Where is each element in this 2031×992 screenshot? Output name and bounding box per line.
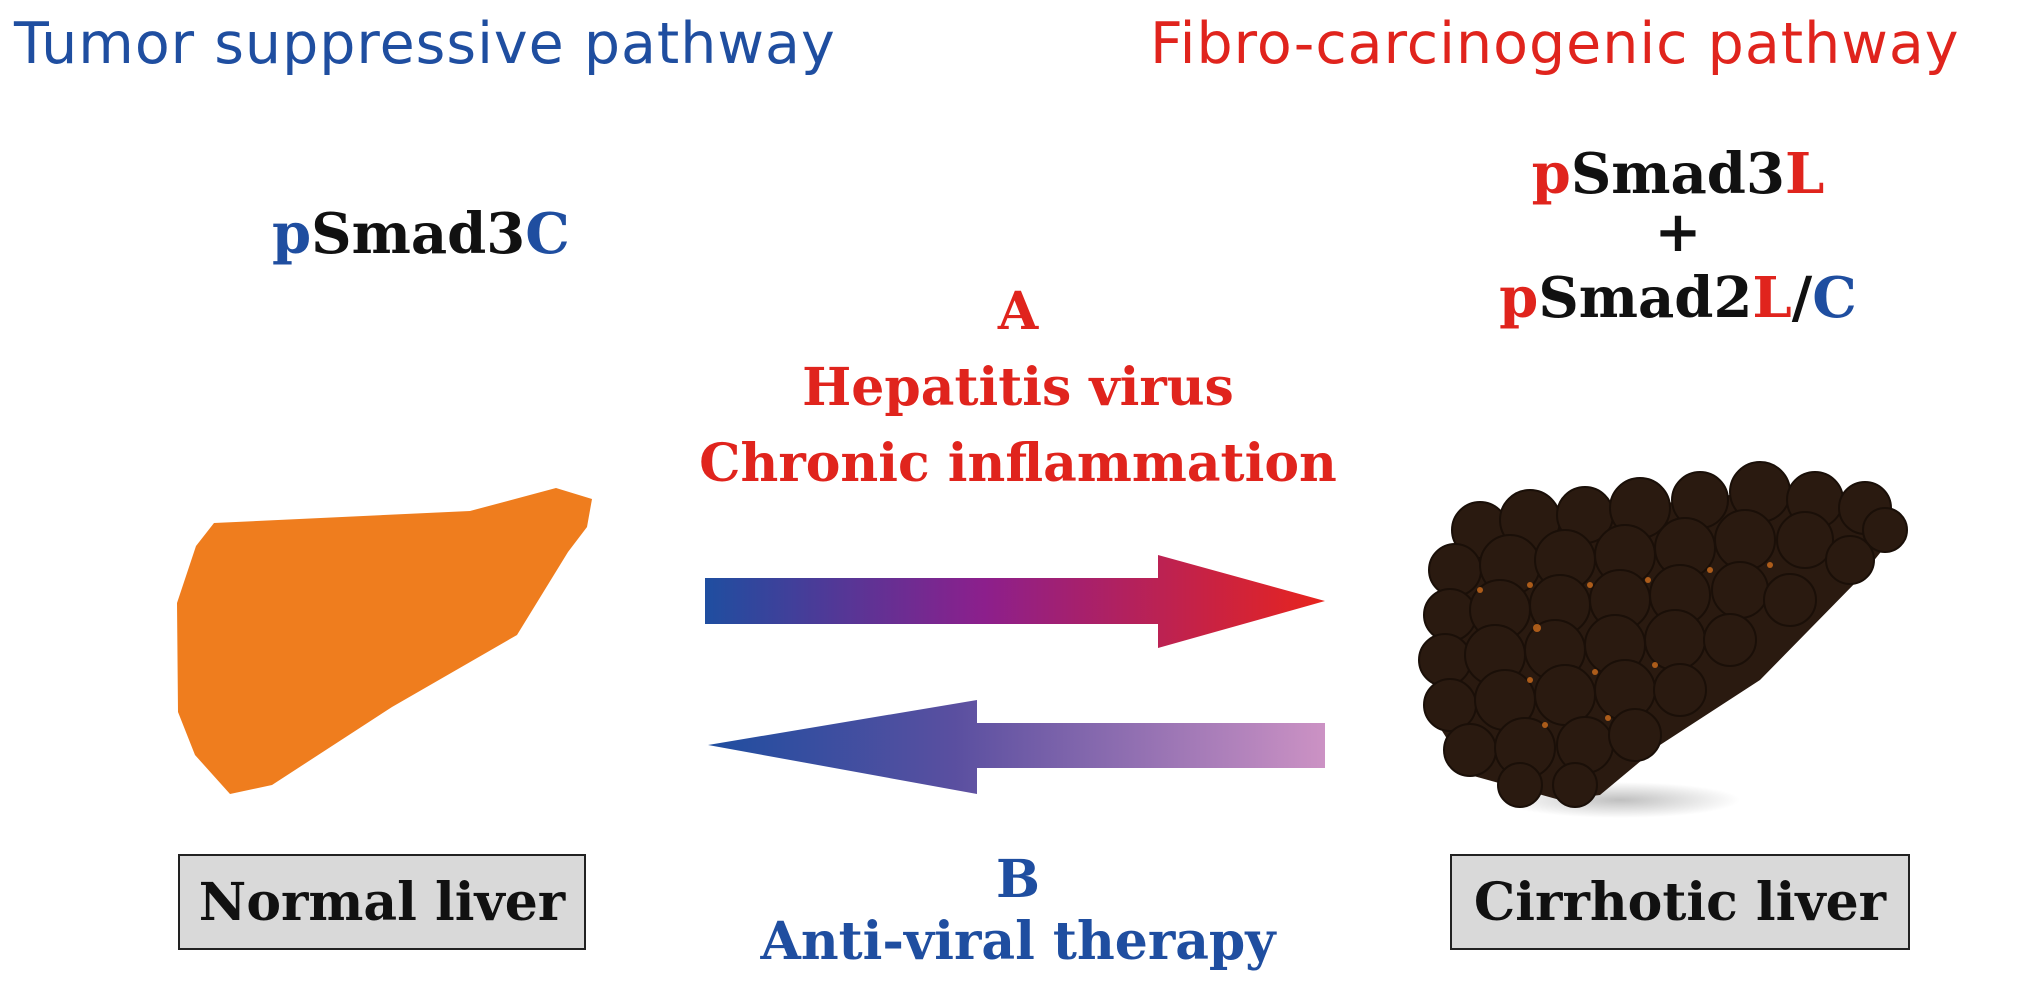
cirrhotic-marker-smad3: pSmad3L <box>1468 146 1888 202</box>
cirrhotic-marker-smad2: pSmad2L/C <box>1468 270 1888 326</box>
marker-smad: Smad2 <box>1538 265 1753 331</box>
marker-site-l: L <box>1752 265 1792 331</box>
tumor-suppressive-heading: Tumor suppressive pathway <box>14 11 836 77</box>
marker-p: p <box>1499 265 1539 331</box>
reverse-letter: B <box>996 849 1040 910</box>
marker-site: C <box>525 201 570 267</box>
forward-cause-inflammation: Chronic inflammation <box>699 433 1337 494</box>
reverse-arrow <box>708 700 1325 794</box>
forward-arrow <box>705 555 1325 648</box>
normal-liver-label: Normal liver <box>178 854 586 950</box>
marker-p: p <box>1531 141 1571 207</box>
marker-smad: Smad3 <box>311 201 526 267</box>
forward-cause-hepatitis: Hepatitis virus <box>802 357 1234 418</box>
forward-letter: A <box>997 281 1039 342</box>
cirrhotic-liver-shape <box>1418 461 1908 818</box>
marker-site: L <box>1784 141 1825 207</box>
normal-liver-shape <box>177 488 592 794</box>
reverse-cause-antiviral: Anti-viral therapy <box>760 911 1276 972</box>
marker-smad: Smad3 <box>1570 141 1785 207</box>
plus-sign: + <box>1654 199 1702 265</box>
marker-site-c: C <box>1812 265 1857 331</box>
marker-slash: / <box>1791 265 1813 331</box>
fibro-carcinogenic-heading: Fibro-carcinogenic pathway <box>1150 11 1960 77</box>
normal-liver-marker: pSmad3C <box>272 206 570 262</box>
cirrhotic-liver-label: Cirrhotic liver <box>1450 854 1910 950</box>
marker-p: p <box>272 201 312 267</box>
